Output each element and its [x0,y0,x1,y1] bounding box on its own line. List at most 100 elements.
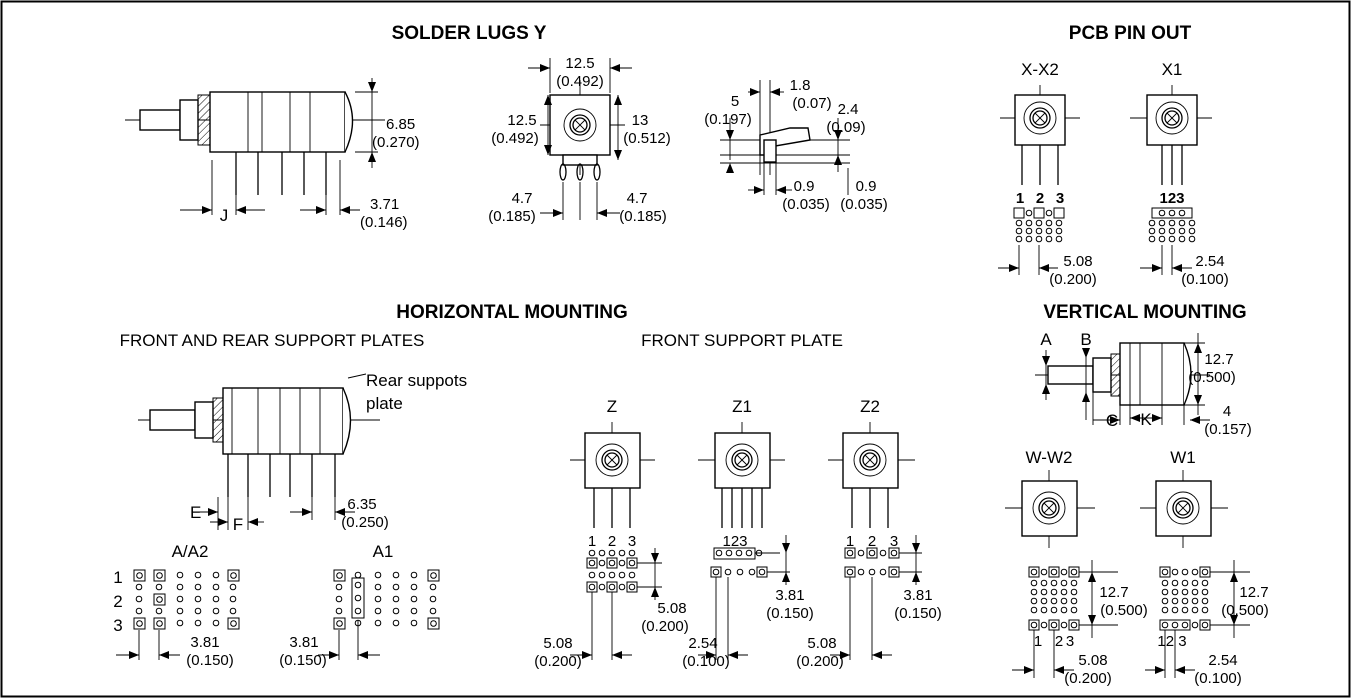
pcb-dim-2-54-in: (0.100) [1181,271,1229,288]
vert-label-k: K [1140,410,1152,429]
lug-a-dim: 5 [731,93,739,110]
ww2-pin-1: 1 [1034,633,1042,650]
pcb-x-pin-1: 1 [1016,190,1024,207]
heading-pcb-pin-out: PCB PIN OUT [1069,23,1192,44]
front-right-dim: 13 [632,112,649,129]
plate-z1-label: Z1 [732,397,752,416]
pcb-pin-out-x-x2: X-X2 1 2 3 5.08 (0.200) [998,60,1097,288]
heading-solder-lugs: SOLDER LUGS Y [392,23,547,44]
pcb-dim-2-54: 2.54 [1195,253,1224,270]
side-j-label: J [220,206,229,225]
w1-dim-v-in: (0.500) [1221,602,1269,619]
side-height-dim: 6.85 [386,116,415,133]
side-pitch-dim-in: (0.146) [360,214,408,231]
subheading-front-plate: FRONT SUPPORT PLATE [641,331,843,350]
layout-a-a2: A/A2 1 2 3 3.81 (0.150) [113,542,240,669]
side-height-dim-in: (0.270) [372,134,420,151]
pin-right-dim: 4.7 [627,190,648,207]
heading-horizontal-mounting: HORIZONTAL MOUNTING [396,302,628,323]
plate-z1: Z1 123 3.81 (0.150) 2.54 (0.100) [682,397,814,670]
rear-plate-callout-2: plate [366,394,403,413]
z-pin-1: 1 [588,533,596,550]
plate-z2: Z2 1 2 3 3.81 (0.150) 5.08 (0.200) [796,397,942,670]
pin-left-dim: 4.7 [512,190,533,207]
w1-dim-h-in: (0.100) [1194,670,1242,687]
ww2-dim-v-in: (0.500) [1100,602,1148,619]
lug-b-dim-in: (0.07) [792,95,831,112]
z1-pins: 123 [722,533,747,550]
h-pitch-dim-in: (0.250) [341,514,389,531]
pcb-x1-label: X1 [1162,60,1183,79]
pcb-dim-5-08-in: (0.200) [1049,271,1097,288]
lug-c-dim-in: (0.09) [826,119,865,136]
vert-label-c: C [1106,411,1118,430]
aa2-dim: 3.81 [190,634,219,651]
front-left-dim-in: (0.492) [491,130,539,147]
plate-z-label: Z [607,397,617,416]
z1-dim-v-in: (0.150) [766,605,814,622]
lug-c-dim: 2.4 [838,101,859,118]
w1-pins: 12 3 [1157,633,1186,650]
z-pin-2: 2 [608,533,616,550]
plate-z: Z 1 2 3 5.08 (0.200) 5.08 (0.200 [534,397,689,670]
solder-lugs-side-view: J 6.85 (0.270) 3.71 (0.146) [125,78,420,231]
front-right-dim-in: (0.512) [623,130,671,147]
rear-plate-callout: Rear suppots [366,371,467,390]
pcb-x-pin-3: 3 [1056,190,1064,207]
vert-w-w2-label: W-W2 [1026,448,1073,467]
vert-label-a: A [1040,330,1052,349]
z2-dim-h: 5.08 [807,635,836,652]
lug-a-dim-in: (0.197) [704,111,752,128]
z-dim-h-in: (0.200) [534,653,582,670]
layout-a1-label: A1 [373,542,394,561]
w1-dim-v: 12.7 [1239,584,1268,601]
ww2-pin-3: 3 [1066,633,1074,650]
z2-pin-3: 3 [890,533,898,550]
vert-height-dim: 12.7 [1204,351,1233,368]
vert-depth-dim-in: (0.157) [1204,421,1252,438]
pin-left-dim-in: (0.185) [488,208,536,225]
z2-dim-h-in: (0.200) [796,653,844,670]
h-pitch-dim: 6.35 [347,496,376,513]
a1-dim: 3.81 [289,634,318,651]
pcb-x-x2-label: X-X2 [1021,60,1059,79]
ww2-dim-h-in: (0.200) [1064,670,1112,687]
vertical-w-w2: W-W2 1 2 3 12.7 (0.500) 5.08 [1005,448,1148,687]
z1-dim-h: 2.54 [688,635,717,652]
vertical-w1: W1 12 3 12.7 (0.500) 2.54 (0.100) [1140,448,1269,687]
ww2-pin-2: 2 [1055,633,1063,650]
side-pitch-dim: 3.71 [370,196,399,213]
pcb-pin-out-x1: X1 123 2.54 (0.100) [1130,60,1229,288]
row-1-label: 1 [113,568,122,587]
heading-vertical-mounting: VERTICAL MOUNTING [1043,302,1246,323]
ww2-dim-h: 5.08 [1078,652,1107,669]
lug-e-dim-in: (0.035) [840,196,888,213]
front-width-dim: 12.5 [565,55,594,72]
z1-dim-v: 3.81 [775,587,804,604]
pcb-dim-5-08: 5.08 [1063,253,1092,270]
a1-dim-in: (0.150) [279,652,327,669]
front-left-dim: 12.5 [507,112,536,129]
vertical-side-view: A B C K 12.7 (0.500) 4 (0.157) [1035,330,1252,438]
layout-a-a2-label: A/A2 [172,542,209,561]
vert-height-dim-in: (0.500) [1188,369,1236,386]
pcb-x1-pins: 123 [1159,190,1184,207]
front-width-dim-in: (0.492) [556,73,604,90]
lug-d-dim-in: (0.035) [782,196,830,213]
label-e: E [190,503,201,522]
w1-dim-h: 2.54 [1208,652,1237,669]
horizontal-side-view: Rear suppots plate E F 6.35 (0.250) [138,371,467,534]
vert-label-b: B [1080,330,1091,349]
aa2-dim-in: (0.150) [186,652,234,669]
z-dim-v-in: (0.200) [641,618,689,635]
pin-right-dim-in: (0.185) [619,208,667,225]
solder-lugs-front-view: 12.5 (0.492) 12.5 (0.492) 13 (0.512) 4.7… [488,55,671,225]
z-dim-h: 5.08 [543,635,572,652]
lug-e-dim: 0.9 [856,178,877,195]
ww2-dim-v: 12.7 [1099,584,1128,601]
label-f: F [233,515,243,534]
vert-depth-dim: 4 [1223,403,1231,420]
z1-dim-h-in: (0.100) [682,653,730,670]
